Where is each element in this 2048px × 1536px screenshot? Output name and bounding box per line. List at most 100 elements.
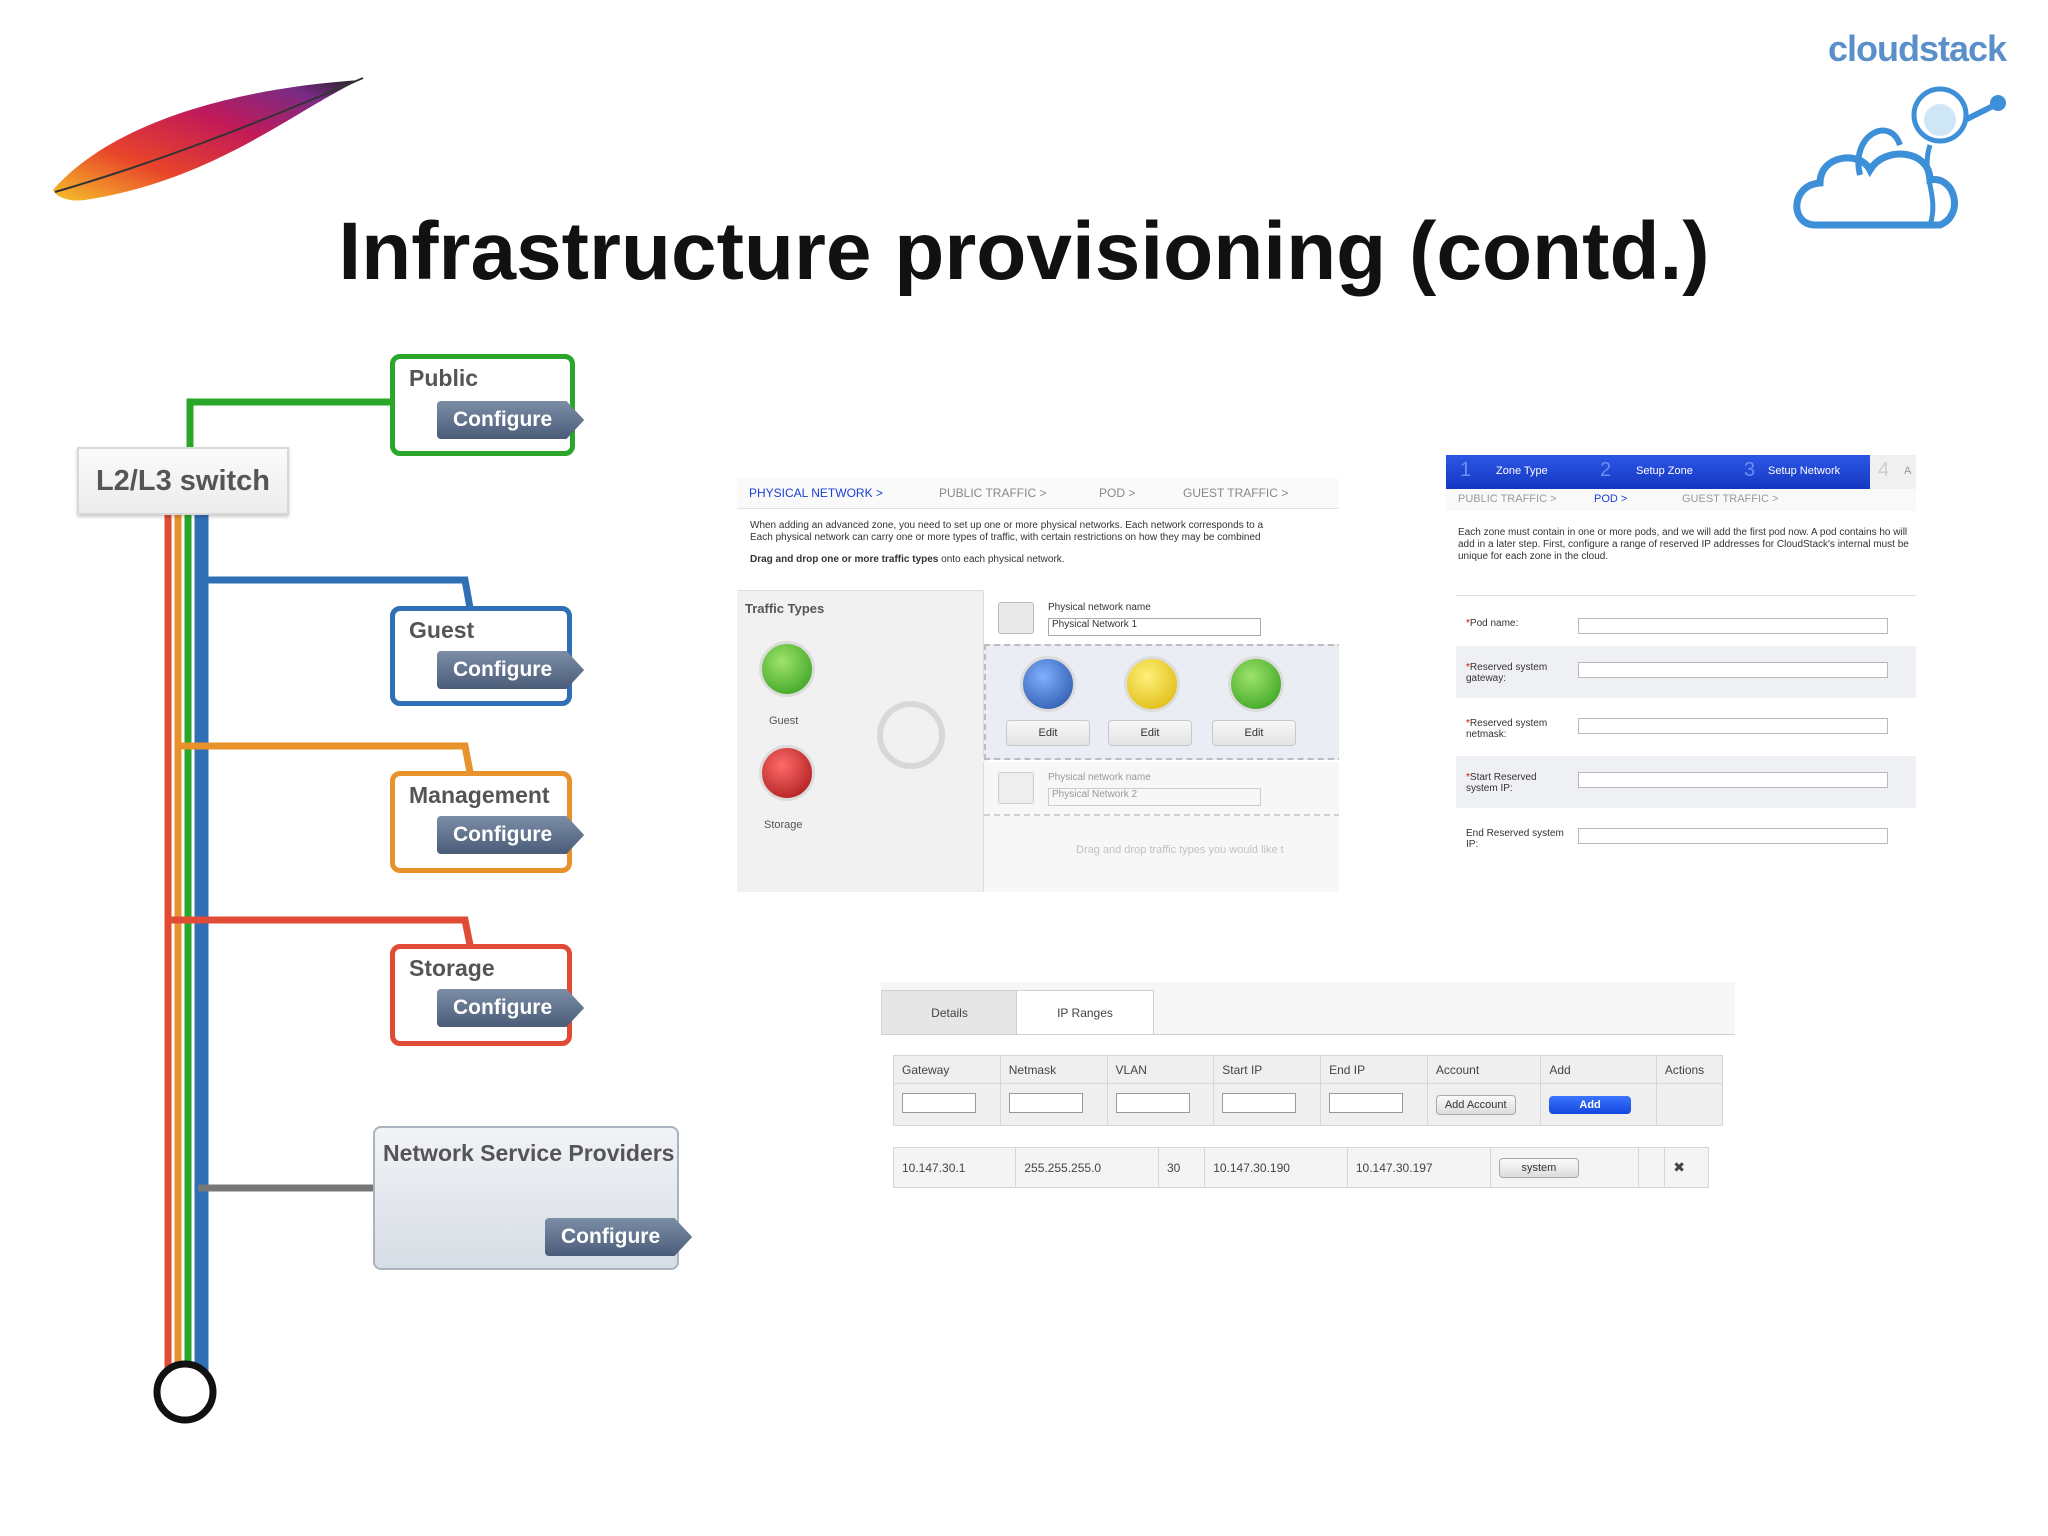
field-label: *Reserved system netmask: (1466, 718, 1566, 740)
edit-public-button[interactable]: Edit (1108, 720, 1192, 746)
tab-ip-ranges[interactable]: IP Ranges (1016, 990, 1154, 1035)
row-account-cell: system (1489, 1147, 1640, 1188)
col-vlan: VLAN (1106, 1055, 1215, 1084)
step-guest-traffic[interactable]: GUEST TRAFFIC > (1183, 486, 1289, 500)
col-actions: Actions (1655, 1055, 1724, 1084)
gateway-input[interactable] (902, 1093, 976, 1113)
step-public-traffic[interactable]: PUBLIC TRAFFIC > (939, 486, 1047, 500)
nsp-label: Network Service Providers (383, 1140, 675, 1166)
end-reserved-ip-input[interactable] (1578, 828, 1888, 844)
physnet-drag-instruction: Drag and drop one or more traffic types … (750, 554, 1065, 565)
add-cell: Add (1540, 1083, 1657, 1126)
start-reserved-ip-input[interactable] (1578, 772, 1888, 788)
tab-details[interactable]: Details (881, 990, 1018, 1036)
guest-network-box: Guest Configure (390, 606, 585, 706)
management-traffic-icon[interactable] (1020, 656, 1076, 712)
storage-configure-button[interactable]: Configure (437, 989, 585, 1027)
storage-traffic-icon[interactable] (759, 745, 815, 801)
pod-intro-text: Each zone must contain in one or more po… (1458, 527, 1909, 562)
apache-feather-logo (53, 77, 364, 201)
net2-name-input[interactable]: Physical Network 2 (1048, 788, 1261, 806)
row-end-ip: 10.147.30.197 (1346, 1147, 1491, 1188)
public-network-box: Public Configure (390, 354, 585, 456)
traffic-types-title: Traffic Types (745, 601, 825, 616)
field-label: *Pod name: (1466, 618, 1566, 629)
field-label: *Reserved system gateway: (1466, 662, 1566, 684)
step-physical-network[interactable]: PHYSICAL NETWORK > (749, 486, 883, 500)
add-account-button[interactable]: Add Account (1435, 1094, 1516, 1115)
vlan-input[interactable] (1115, 1093, 1190, 1113)
network-icon (998, 602, 1034, 634)
network-icon-2 (998, 772, 1034, 804)
edit-management-button[interactable]: Edit (1006, 720, 1090, 746)
cloudstack-wordmark: cloudstack (1828, 28, 2007, 69)
wizard-step-3-label[interactable]: Setup Network (1768, 465, 1841, 477)
add-range-button[interactable]: Add (1549, 1095, 1631, 1114)
physnet-step-bar: PHYSICAL NETWORK > PUBLIC TRAFFIC > POD … (737, 478, 1339, 509)
reserved-gateway-input[interactable] (1578, 662, 1888, 678)
public-network-label: Public (409, 365, 479, 391)
guest-traffic-icon-assigned[interactable] (1228, 656, 1284, 712)
net2-drop-hint: Drag and drop traffic types you would li… (1076, 844, 1284, 856)
pod-form: *Pod name: *Reserved system gateway: *Re… (1456, 595, 1916, 892)
wizard-step-4-label[interactable]: A (1904, 465, 1912, 477)
row-add (1638, 1147, 1666, 1188)
physical-network-1: Physical network name Physical Network 1… (983, 590, 1339, 760)
account-cell: Add Account (1426, 1083, 1542, 1126)
row-start-ip: 10.147.30.190 (1204, 1147, 1348, 1188)
guest-traffic-icon[interactable] (759, 641, 815, 697)
end-ip-cell (1320, 1083, 1428, 1126)
row-gateway: 10.147.30.1 (892, 1147, 1017, 1188)
wizard-step-1-label[interactable]: Zone Type (1496, 465, 1548, 477)
physical-network-2: Physical network name Physical Network 2… (983, 762, 1339, 892)
net1-drop-zone: Edit Edit Edit (984, 644, 1339, 760)
network-wiring-diagram (153, 398, 474, 1424)
gateway-label: Reserved system gateway: (1466, 662, 1548, 684)
netmask-input[interactable] (1008, 1093, 1083, 1113)
nsp-configure-button[interactable]: Configure (545, 1218, 693, 1256)
pod-name-input[interactable] (1578, 618, 1888, 634)
col-end-ip: End IP (1320, 1055, 1428, 1084)
network-service-providers-box: Network Service Providers Configure (373, 1126, 693, 1270)
edit-guest-button[interactable]: Edit (1212, 720, 1296, 746)
row-netmask: 255.255.255.0 (1015, 1147, 1159, 1188)
col-start-ip: Start IP (1213, 1055, 1322, 1084)
pod-step-public[interactable]: PUBLIC TRAFFIC > (1458, 493, 1557, 505)
step-pod[interactable]: POD > (1099, 486, 1136, 500)
required-mark: * (1466, 618, 1470, 629)
end-ip-label: End Reserved system IP: (1466, 828, 1564, 850)
table-row: 10.147.30.1 255.255.255.0 30 10.147.30.1… (892, 1147, 1709, 1188)
net1-name-input[interactable]: Physical Network 1 (1048, 618, 1261, 636)
wizard-step-2-label[interactable]: Setup Zone (1636, 465, 1693, 477)
field-label: *Start Reserved system IP: (1466, 772, 1566, 794)
public-configure-button[interactable]: Configure (437, 401, 585, 439)
wizard-step-bar: 1 Zone Type 2 Setup Zone 3 Setup Network… (1446, 455, 1916, 489)
delete-range-icon[interactable]: ✖ (1673, 1159, 1685, 1175)
management-network-label: Management (409, 782, 550, 808)
pod-step-guest[interactable]: GUEST TRAFFIC > (1682, 493, 1779, 505)
pod-name-label: Pod name: (1469, 618, 1519, 629)
required-mark: * (1466, 772, 1470, 783)
guest-configure-button[interactable]: Configure (437, 651, 585, 689)
pod-step-pod[interactable]: POD > (1594, 493, 1628, 505)
storage-traffic-label: Storage (764, 819, 803, 831)
net1-name-label: Physical network name (1048, 602, 1151, 613)
public-traffic-icon[interactable] (1124, 656, 1180, 712)
col-gateway: Gateway (893, 1055, 1001, 1084)
reserved-netmask-input[interactable] (1578, 718, 1888, 734)
required-mark: * (1466, 718, 1470, 729)
storage-network-box: Storage Configure (390, 944, 585, 1046)
pod-step-bar: PUBLIC TRAFFIC > POD > GUEST TRAFFIC > (1446, 489, 1916, 511)
management-configure-button[interactable]: Configure (437, 816, 585, 854)
start-ip-input[interactable] (1222, 1093, 1297, 1113)
add-pod-panel: 1 Zone Type 2 Setup Zone 3 Setup Network… (1446, 455, 1916, 892)
gateway-cell (893, 1083, 1001, 1126)
wizard-step-2-num: 2 (1600, 459, 1612, 481)
net2-name-label: Physical network name (1048, 772, 1151, 783)
end-ip-input[interactable] (1329, 1093, 1404, 1113)
l2-l3-switch-node: L2/L3 switch (77, 447, 289, 515)
col-account: Account (1426, 1055, 1542, 1084)
net2-drop-zone: Drag and drop traffic types you would li… (984, 814, 1339, 892)
ip-ranges-body: Gateway Netmask VLAN Start IP End IP Acc… (881, 1034, 1735, 1228)
wizard-step-4-num: 4 (1878, 459, 1890, 481)
